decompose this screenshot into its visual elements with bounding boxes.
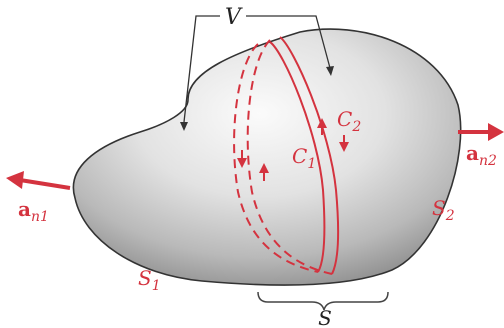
surface-brace [257, 291, 389, 311]
surface-label: S [318, 306, 332, 328]
v-leader-left [183, 15, 220, 123]
contour-c2 [279, 36, 340, 275]
surface-s1-label: S1 [138, 266, 161, 294]
contour-c1-hidden [233, 43, 319, 273]
contour-c2-label: C2 [337, 107, 361, 135]
normal-an1-label: an1 [18, 197, 49, 225]
v-leader-right [246, 15, 331, 69]
v-leader-right-head [326, 66, 334, 76]
normal-an1-head [6, 171, 24, 189]
v-leader-left-head [180, 122, 188, 131]
volume-label: V [225, 5, 243, 30]
contour-c1 [269, 41, 326, 273]
surface-s2-label: S2 [432, 196, 455, 224]
contour-c2-hidden [246, 39, 333, 275]
normal-an2-label: an2 [466, 141, 497, 169]
normal-an2-head [488, 123, 504, 141]
normal-an1-arrow [19, 178, 71, 190]
volume-body [72, 28, 462, 286]
contour-c1-label: C1 [292, 144, 316, 172]
